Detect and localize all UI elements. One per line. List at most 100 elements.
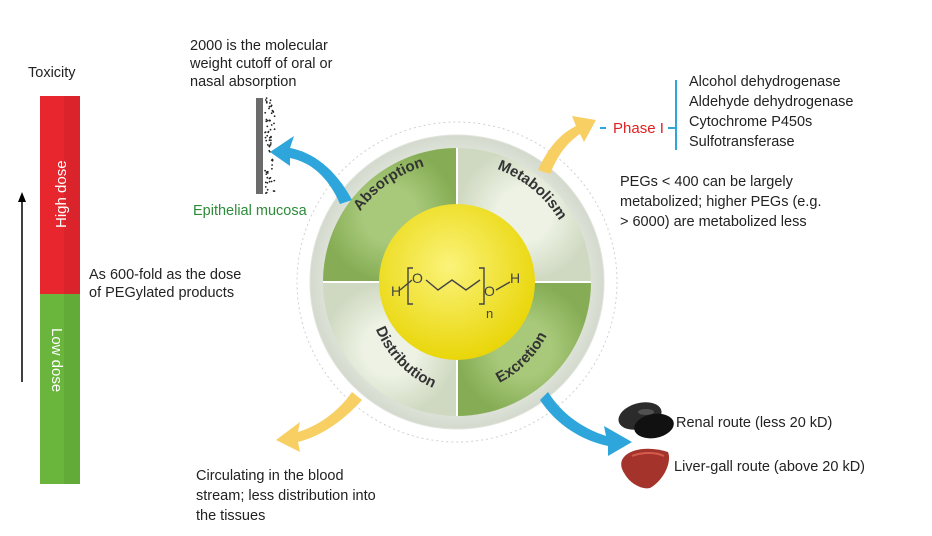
mucosa-dot <box>271 167 273 170</box>
center-circle <box>379 204 535 360</box>
distribution-note-line: the tissues <box>196 508 266 524</box>
toxicity-arrow-head <box>18 192 26 202</box>
mucosa-dot <box>268 105 271 108</box>
peg-o-right: O <box>484 283 495 299</box>
mucosa-dot <box>270 180 273 183</box>
mucosa-dot <box>265 118 268 121</box>
enzyme-item: Alcohol dehydrogenase <box>689 74 841 90</box>
distribution-note-line: Circulating in the blood <box>196 468 344 484</box>
mucosa-dot <box>269 176 272 179</box>
mucosa-dot <box>268 180 271 183</box>
enzyme-item: Cytochrome P450s <box>689 114 813 130</box>
mucosa-dot <box>270 135 272 138</box>
mucosa-dot <box>265 192 267 195</box>
low-dose-bar <box>40 294 80 484</box>
mucosa-dot <box>264 186 267 188</box>
excretion-arrow <box>540 392 632 456</box>
mucosa-dot <box>269 99 272 102</box>
cutoff-note-line: weight cutoff of oral or <box>190 56 333 72</box>
mucosa-dot <box>268 119 271 122</box>
metabolism-arrow <box>538 116 596 174</box>
mucosa-dot <box>273 115 276 118</box>
mucosa-dot <box>266 119 269 122</box>
mucosa-dot <box>268 144 271 147</box>
mucosa-dot <box>272 190 275 192</box>
mucosa-dot <box>264 136 267 139</box>
mucosa-dot <box>266 176 269 179</box>
mucosa-dot <box>266 172 269 174</box>
mucosa-dot <box>271 158 274 161</box>
bar-shade <box>64 96 80 484</box>
peg-structure <box>399 267 511 305</box>
dashed-orbit <box>296 121 618 443</box>
cutoff-note: 2000 is the molecular weight cutoff of o… <box>190 37 332 91</box>
enzyme-item: Aldehyde dehydrogenase <box>689 94 854 110</box>
mucosa-dot <box>264 111 267 114</box>
distribution-note: Circulating in the blood stream; less di… <box>196 466 376 526</box>
fold-note-line: As 600-fold as the dose <box>89 267 242 283</box>
mucosa-dot <box>271 164 273 166</box>
high-dose-bar <box>40 96 80 294</box>
peg-h-left: H <box>391 283 401 299</box>
mucosa-dot <box>269 102 271 104</box>
mucosa-dot <box>273 179 276 182</box>
mucosa-dot <box>264 181 267 184</box>
liver-icon <box>621 448 670 489</box>
mucosa-wall <box>256 98 263 194</box>
mucosa-label: Epithelial mucosa <box>193 203 307 219</box>
mucosa-dot <box>265 139 268 142</box>
mucosa-dot <box>268 139 271 142</box>
high-dose-label: High dose <box>53 160 70 228</box>
mucosa-dot <box>270 124 273 126</box>
mucosa-dot <box>268 136 271 139</box>
peg-o-left: O <box>412 270 423 286</box>
mucosa-dot <box>266 125 269 128</box>
low-dose-label: Low dose <box>48 328 65 392</box>
metabolism-note-line: > 6000) are metabolized less <box>620 214 807 230</box>
enzyme-item: Sulfotransferase <box>689 134 795 150</box>
mucosa-dot <box>266 144 269 146</box>
mucosa-dot <box>267 131 270 134</box>
fold-note: As 600-fold as the dose of PEGylated pro… <box>89 266 241 302</box>
kidney-icon <box>618 402 674 439</box>
mucosa-dot <box>268 149 271 152</box>
mucosa-dot <box>270 142 272 144</box>
metabolism-note: PEGs < 400 can be largely metabolized; h… <box>620 172 822 232</box>
mucosa-dot <box>264 169 266 172</box>
mucosa-dots <box>264 97 276 195</box>
mucosa-dot <box>273 128 276 131</box>
cutoff-note-line: 2000 is the molecular <box>190 38 328 54</box>
mucosa-dot <box>272 110 274 112</box>
toxicity-title: Toxicity <box>28 65 76 81</box>
fold-note-line: of PEGylated products <box>89 285 235 301</box>
mucosa-dot <box>264 131 267 134</box>
metabolism-note-line: PEGs < 400 can be largely <box>620 174 793 190</box>
mucosa-dot <box>269 128 272 131</box>
mucosa-dot <box>265 173 268 176</box>
mucosa-dot <box>270 112 273 115</box>
mucosa-dot <box>265 120 268 123</box>
mucosa-dot <box>265 100 268 103</box>
mucosa-dot <box>265 97 268 99</box>
mucosa-dot <box>270 105 273 108</box>
mucosa-dot <box>273 122 275 125</box>
cutoff-note-line: nasal absorption <box>190 74 297 90</box>
mucosa-dot <box>266 134 269 137</box>
renal-route: Renal route (less 20 kD) <box>676 415 833 431</box>
peg-n: n <box>486 306 493 321</box>
peg-h-right: H <box>510 270 520 286</box>
mucosa-dot <box>266 170 269 173</box>
mucosa-dot <box>268 107 270 110</box>
mucosa-dot <box>270 139 272 142</box>
mucosa-dot <box>266 182 269 184</box>
mucosa-dot <box>266 188 269 191</box>
mucosa-dot <box>264 99 267 101</box>
distribution-arrow <box>276 392 362 452</box>
liver-route: Liver-gall route (above 20 kD) <box>674 459 866 475</box>
phase-label: Phase I <box>613 120 664 137</box>
distribution-note-line: stream; less distribution into <box>196 488 376 504</box>
absorption-arrow <box>270 136 352 204</box>
metabolism-note-line: metabolized; higher PEGs (e.g. <box>620 194 822 210</box>
enzyme-list: Alcohol dehydrogenase Aldehyde dehydroge… <box>689 72 853 152</box>
